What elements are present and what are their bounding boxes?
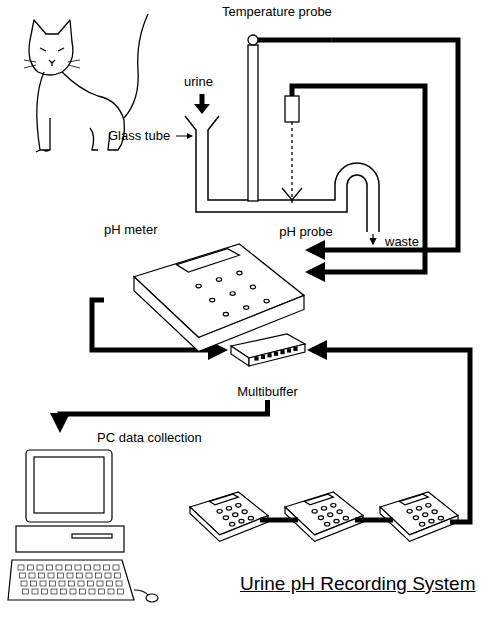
- part-label: waste: [385, 234, 419, 250]
- cable-connector: [292, 86, 425, 272]
- temperature-probe-label: Temperature probe: [222, 4, 332, 44]
- extra-meters: [190, 492, 458, 541]
- glass-tube: [185, 116, 379, 232]
- cable: [260, 518, 298, 523]
- leader-line: [176, 136, 192, 137]
- node-label: pH probe: [277, 224, 334, 240]
- pc-computer-drawing: [12, 430, 202, 612]
- node-label: Multibuffer: [235, 384, 299, 400]
- part-label: urine: [184, 74, 213, 90]
- temperature-probe-drawing: [248, 35, 258, 201]
- waste-arrow: [372, 234, 373, 244]
- cable-connector: [310, 40, 458, 250]
- part-label: Glass tube: [108, 128, 170, 144]
- ph-meter-drawing: [104, 222, 308, 330]
- cable-connector: [60, 400, 268, 428]
- node-label: PC data collection: [12, 430, 202, 446]
- cable: [355, 518, 393, 523]
- pc-computer: PC data collection: [12, 430, 202, 612]
- ph-probe: pH probe: [276, 96, 336, 240]
- diagram-title: Urine pH Recording System: [240, 572, 475, 596]
- cable: [312, 350, 470, 522]
- cable: [258, 38, 332, 43]
- node-label: pH meter: [104, 222, 308, 238]
- multibuffer: Multibuffer: [225, 330, 310, 400]
- urine-arrowhead: [194, 104, 210, 114]
- ph-meter: pH meter: [104, 222, 308, 330]
- node-label: Temperature probe: [222, 4, 332, 20]
- ph-probe-drawing: [282, 96, 302, 204]
